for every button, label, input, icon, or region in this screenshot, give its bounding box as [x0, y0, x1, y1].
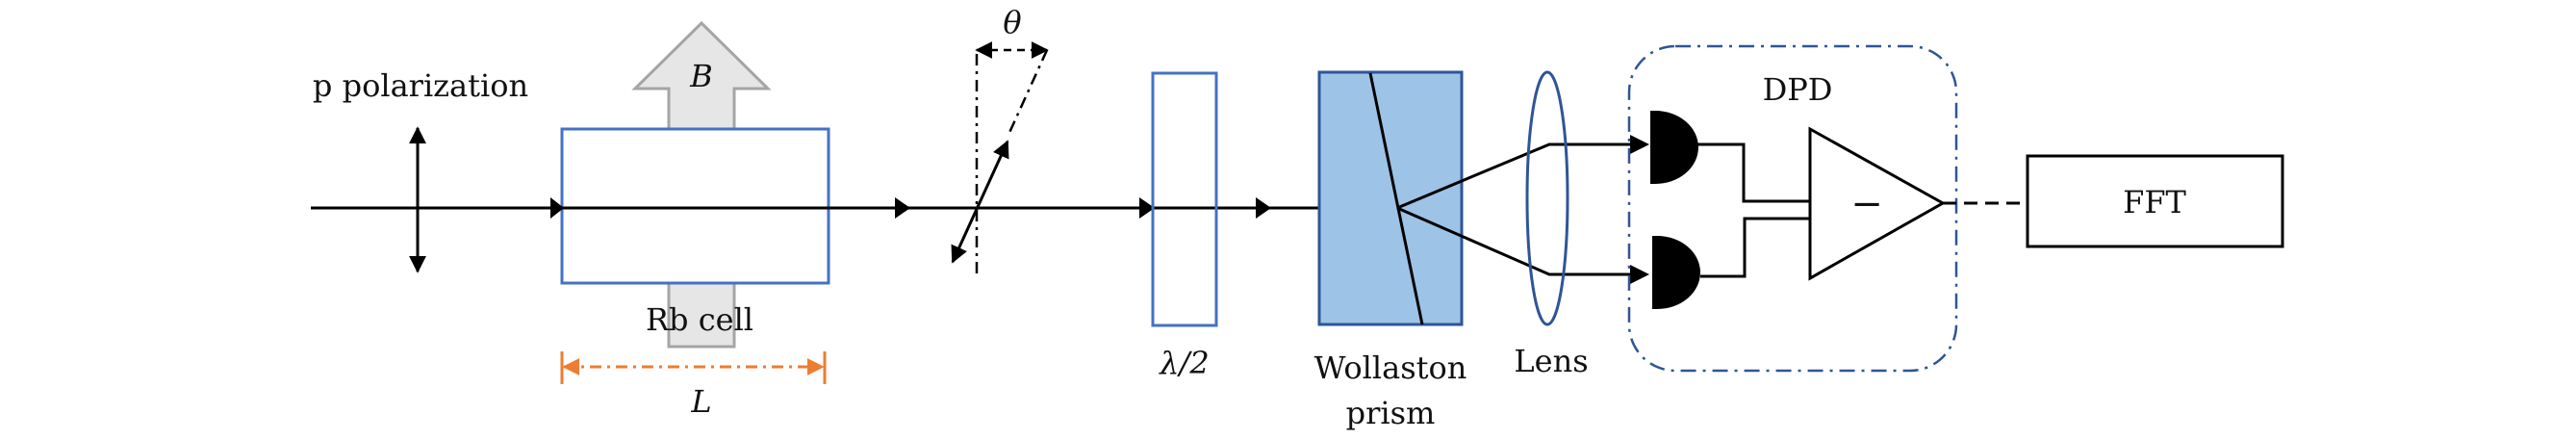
detector-wires	[1697, 142, 1810, 278]
theta-label: θ	[1003, 4, 1021, 40]
length-marker	[560, 351, 827, 384]
detector-input-arrows	[1630, 135, 1649, 284]
rotated-polarization	[951, 41, 1049, 279]
differential-amplifier	[1808, 126, 1947, 281]
half-wave-plate	[1151, 71, 1218, 327]
wollaston-prism	[1317, 70, 1464, 326]
rb-cell	[560, 127, 830, 285]
lens-label: Lens	[1514, 343, 1588, 379]
dpd-label: DPD	[1763, 71, 1833, 108]
wollaston-label-line1: Wollaston	[1314, 349, 1467, 386]
rb-cell-label: Rb cell	[646, 301, 753, 338]
dpd-group-border	[1627, 44, 1958, 373]
photodiode-upper	[1650, 111, 1698, 184]
magnetic-field-label: B	[689, 58, 713, 94]
fft-box	[2026, 154, 2284, 248]
length-label: L	[690, 383, 711, 420]
half-wave-plate-label: λ/2	[1158, 345, 1209, 381]
subtract-sign: −	[1850, 182, 1883, 226]
wollaston-label-line2: prism	[1346, 395, 1436, 431]
split-beams	[1396, 142, 1636, 276]
lens	[1525, 70, 1569, 326]
p-polarization-label: p polarization	[313, 67, 528, 104]
fft-label: FFT	[2123, 184, 2186, 220]
photodiode-lower	[1652, 236, 1700, 309]
